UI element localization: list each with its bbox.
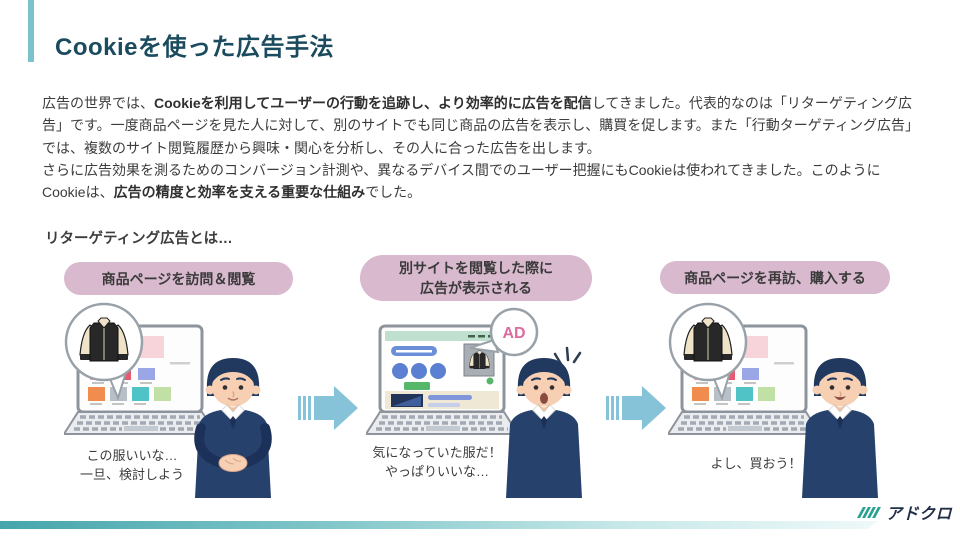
title-accent-bar [28,0,34,62]
step1-caption: この服いいな… 一旦、検討しよう [79,448,184,482]
arrow-right-icon [606,386,666,430]
step2-label-line2: 広告が表示される [420,280,532,296]
step2-caption: 気になっていた服だ！ やっぱりいいな… [372,445,502,479]
ad-bubble-icon [489,307,539,357]
step2-label-line1: 別サイトを閲覧した際に [399,260,553,276]
step1-illustration [64,302,272,498]
step3-label: 商品ページを再訪、購入する [684,269,866,286]
step1-label: 商品ページを訪問＆閲覧 [101,270,256,287]
arrow-right-icon [298,386,358,430]
person-icon [801,357,879,498]
logo-slashes-icon [857,506,881,518]
paragraph-2: さらに広告効果を測るためのコンバージョン計測や、異なるデバイス間でのユーザー把握… [42,161,881,201]
step3-caption: よし、買おう！ [710,456,802,471]
section-subtitle: リターゲティング広告とは… [45,231,233,247]
step2-illustration: AD [362,307,583,498]
step3-label-pill: 商品ページを再訪、購入する [660,261,890,294]
person-happy-details [834,396,846,400]
step3-illustration [668,302,879,498]
intro-text: 広告の世界では、Cookieを利用してユーザーの行動を追跡し、より効率的に広告を… [42,92,924,203]
person-calm-details [194,397,272,472]
logo-text: アドクロ [886,506,953,523]
footer-accent-band [0,521,878,529]
step2-label-pill: 別サイトを閲覧した際に 広告が表示される [360,255,592,301]
brand-logo: アドクロ [857,500,953,524]
person-icon [194,357,272,498]
page-title: Cookieを使った広告手法 [55,34,335,61]
ad-badge: AD [502,325,525,342]
person-surprised-details [540,393,548,404]
step1-label-pill: 商品ページを訪問＆閲覧 [64,262,293,295]
paragraph-1: 広告の世界では、Cookieを利用してユーザーの行動を追跡し、より効率的に広告を… [42,95,919,156]
